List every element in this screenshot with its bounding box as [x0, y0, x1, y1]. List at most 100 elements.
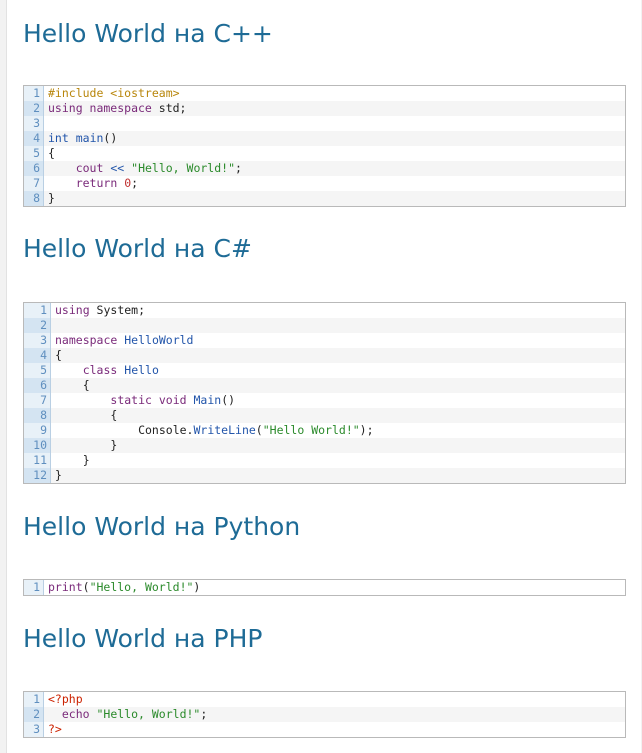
code-token: }	[55, 438, 118, 452]
code-line: 8 {	[24, 408, 625, 423]
code-text: print("Hello, World!")	[44, 580, 200, 595]
code-text: echo "Hello, World!";	[44, 707, 207, 722]
article-content: Hello World на C++ 1 #include <iostream> 2…	[6, 0, 641, 753]
code-token: ;	[235, 161, 242, 175]
code-token: print	[48, 580, 83, 594]
code-token: HelloWorld	[124, 333, 194, 347]
code-token	[48, 161, 76, 175]
line-number: 1	[24, 580, 44, 595]
line-number: 11	[24, 453, 51, 468]
code-token: ()	[103, 131, 118, 145]
code-line: 3	[24, 116, 625, 131]
code-line: 9 Console.WriteLine("Hello World!");	[24, 423, 625, 438]
code-token: static void	[110, 393, 187, 407]
code-token: );	[359, 423, 374, 437]
code-text: class Hello	[51, 363, 159, 378]
code-text	[51, 318, 55, 333]
line-number: 3	[24, 116, 44, 131]
code-token: "Hello, World!"	[89, 580, 194, 594]
line-number: 12	[24, 468, 51, 483]
code-token: (	[82, 580, 90, 594]
code-token: {	[55, 348, 62, 362]
code-token	[187, 393, 194, 407]
code-line: 2	[24, 318, 625, 333]
code-text: ?>	[44, 722, 62, 737]
line-number: 7	[24, 176, 44, 191]
code-text: }	[51, 468, 62, 483]
line-number: 2	[24, 707, 44, 722]
code-token: "Hello, World!"	[96, 707, 201, 721]
code-token: WriteLine	[193, 423, 256, 437]
line-number: 6	[24, 161, 44, 176]
line-number: 8	[24, 191, 44, 206]
code-block-php[interactable]: 1 <?php 2 echo "Hello, World!";3?>	[23, 691, 626, 738]
section-title-php: Hello World на PHP	[23, 624, 263, 653]
code-line: 11 }	[24, 453, 625, 468]
code-text: }	[51, 438, 117, 453]
section-title-csharp: Hello World на C#	[23, 234, 252, 263]
line-number: 3	[24, 722, 44, 737]
code-line: 5 class Hello	[24, 363, 625, 378]
code-token: 0	[124, 176, 132, 190]
code-token: ()	[221, 393, 236, 407]
line-number: 1	[24, 692, 44, 707]
code-token: {	[48, 146, 55, 160]
code-text	[44, 116, 48, 131]
code-token	[48, 176, 76, 190]
line-number: 7	[24, 393, 51, 408]
code-token: System;	[89, 303, 146, 317]
code-text: {	[44, 146, 55, 161]
code-token: }	[48, 191, 55, 205]
code-token	[69, 131, 76, 145]
code-token: ;	[131, 176, 139, 190]
code-token: "Hello World!"	[262, 423, 360, 437]
line-number: 8	[24, 408, 51, 423]
code-token: "Hello, World!"	[131, 161, 235, 175]
code-token: }	[55, 468, 62, 482]
code-token: {	[55, 378, 90, 392]
line-number: 2	[24, 101, 44, 116]
code-token: <<	[110, 161, 125, 175]
code-token: cout	[75, 161, 104, 175]
code-text: namespace HelloWorld	[51, 333, 194, 348]
code-token: <?php	[48, 692, 83, 706]
line-number: 2	[24, 318, 51, 333]
code-token	[55, 393, 110, 407]
code-token	[90, 707, 97, 721]
code-line: 8}	[24, 191, 625, 206]
code-token: {	[55, 408, 118, 422]
code-token: Console.	[55, 423, 194, 437]
section-title-python: Hello World на Python	[23, 512, 301, 541]
code-token: }	[55, 453, 90, 467]
code-token: class	[82, 363, 118, 377]
code-token: main	[75, 131, 104, 145]
line-number: 5	[24, 363, 51, 378]
code-text: using namespace std;	[44, 101, 186, 116]
code-line: 12}	[24, 468, 625, 483]
code-token: Hello	[124, 363, 159, 377]
code-token: namespace	[55, 333, 118, 347]
code-line: 10 }	[24, 438, 625, 453]
code-text: return 0;	[44, 176, 138, 191]
code-token: using	[55, 303, 90, 317]
code-text: {	[51, 348, 62, 363]
section-title-cpp: Hello World на C++	[23, 19, 273, 48]
code-text: }	[51, 453, 90, 468]
code-line: 7 return 0;	[24, 176, 625, 191]
code-line: 5{	[24, 146, 625, 161]
code-text: {	[51, 408, 117, 423]
code-token: echo	[61, 707, 90, 721]
code-token: #include <iostream>	[48, 86, 180, 100]
code-token: (	[255, 423, 263, 437]
code-text: static void Main()	[51, 393, 235, 408]
code-line: 3?>	[24, 722, 625, 737]
code-line: 4{	[24, 348, 625, 363]
code-text: <?php	[44, 692, 83, 707]
line-number: 9	[24, 423, 51, 438]
